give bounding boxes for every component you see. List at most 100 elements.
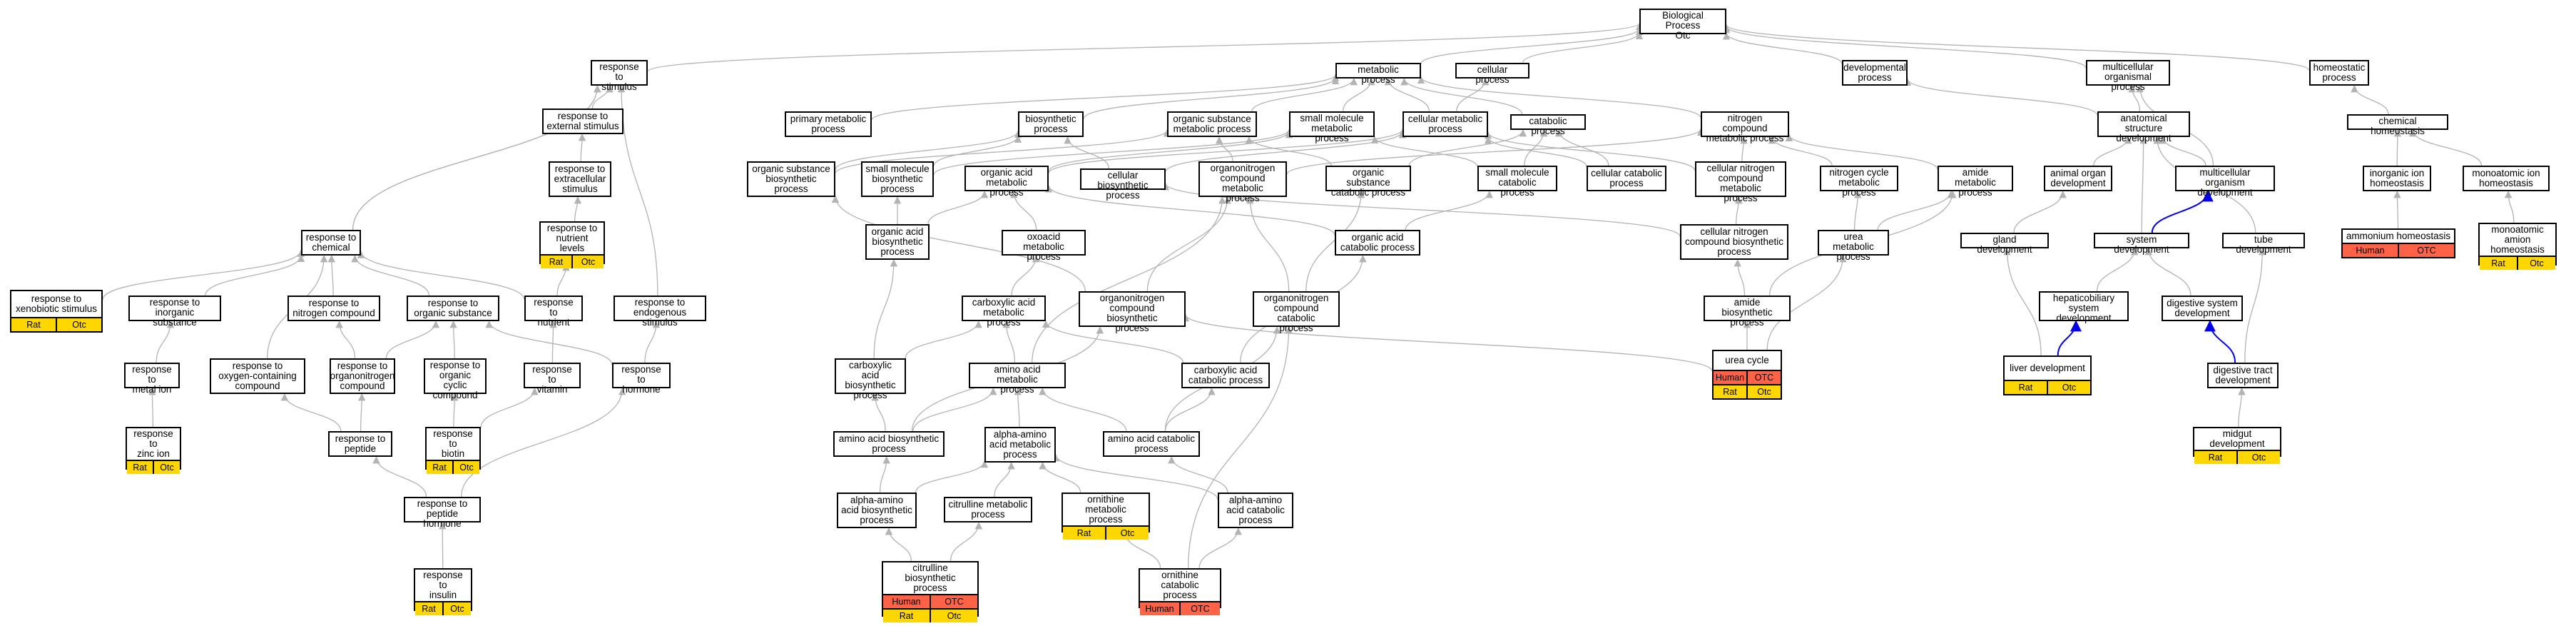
- go-term-sys-dev[interactable]: system development: [2094, 233, 2189, 255]
- go-term-catab[interactable]: catabolic process: [1510, 114, 1586, 136]
- go-term-amide-met[interactable]: amide metabolic process: [1938, 166, 2013, 198]
- go-term-resp-pephorm[interactable]: response to peptide hormone: [404, 497, 481, 529]
- go-term-oxo-met[interactable]: oxoacid metabolic process: [1002, 230, 1086, 262]
- go-term-resp-orgsub[interactable]: response to organic substance: [407, 296, 499, 321]
- go-term-resp-endo[interactable]: response to endogenous stimulus: [614, 296, 706, 328]
- go-term-Ncycle[interactable]: nitrogen cycle metabolic process: [1820, 166, 1898, 198]
- go-term-resp-orgcyc[interactable]: response to organic cyclic compound: [424, 358, 487, 400]
- go-term-orgacid-cat[interactable]: organic acid catabolic process: [1335, 230, 1420, 256]
- go-term-aa-cat[interactable]: amino acid catabolic process: [1103, 431, 1200, 457]
- go-term-smallmol-met[interactable]: small molecule metabolic process: [1289, 111, 1375, 143]
- go-term-metab[interactable]: metabolic process: [1335, 63, 1421, 85]
- go-term-aa-met[interactable]: amino acid metabolic process: [969, 363, 1066, 395]
- is-a-edge-cellmet-to-metab: [1384, 77, 1430, 112]
- go-term-resp-stim[interactable]: response to stimulus: [591, 60, 648, 92]
- go-term-anat[interactable]: anatomical structure development: [2097, 111, 2190, 143]
- go-term-resp-metal[interactable]: response to metal ion: [124, 363, 180, 395]
- go-term-resp-oxy[interactable]: response to oxygen-containing compound: [210, 358, 305, 394]
- go-term-resp-extra[interactable]: response to extracellular stimulus: [549, 161, 611, 197]
- go-term-gland-dev[interactable]: gland development: [1960, 233, 2049, 255]
- go-term-cellN-met[interactable]: cellular nitrogen compound metabolic pro…: [1695, 161, 1786, 203]
- go-term-smallmol-bio[interactable]: small molecule biosynthetic process: [861, 161, 934, 197]
- go-term-aaa-met[interactable]: alpha-amino acid metabolic process: [984, 427, 1056, 463]
- go-term-aaa-bio[interactable]: alpha-amino acid biosynthetic process: [837, 493, 917, 528]
- go-term-cellN-bio[interactable]: cellular nitrogen compound biosynthetic …: [1680, 224, 1788, 260]
- go-term-carbox-met[interactable]: carboxylic acid metabolic process: [962, 296, 1046, 328]
- go-term-orgN-bio[interactable]: organonitrogen compound biosynthetic pro…: [1079, 291, 1186, 333]
- go-term-nitro-met[interactable]: nitrogen compound metabolic process: [1701, 111, 1789, 143]
- go-term-homeo[interactable]: homeostatic process: [2309, 60, 2369, 86]
- is-a-edge-resp-vit-to-resp-nutr: [549, 320, 557, 363]
- go-term-tube-dev[interactable]: tube development: [2222, 233, 2305, 255]
- go-term-multiorg[interactable]: multicellular organismal process: [2086, 60, 2170, 92]
- go-term-chemhomeo[interactable]: chemical homeostasis: [2347, 114, 2448, 136]
- go-term-resp-ext[interactable]: response to external stimulus: [542, 108, 623, 134]
- go-term-resp-chem[interactable]: response to chemical: [301, 230, 361, 256]
- go-term-primmet[interactable]: primary metabolic process: [785, 111, 872, 137]
- is-a-edge-anat-to-devproc: [1903, 78, 2098, 116]
- go-term-resp-inorg[interactable]: response to inorganic substance: [128, 296, 221, 328]
- go-term-aaa-cat[interactable]: alpha-amino acid catabolic process: [1218, 493, 1293, 528]
- is-a-edge-resp-stim-to-bp: [647, 22, 1643, 72]
- go-term-digtract-dev[interactable]: digestive tract development: [2207, 363, 2279, 388]
- go-term-hepato-dev[interactable]: hepaticobiliary system development: [2039, 291, 2129, 323]
- go-term-carbox-cat[interactable]: carboxylic acid catabolic process: [1181, 363, 1270, 388]
- go-term-resp-pep[interactable]: response to peptide: [328, 431, 392, 457]
- go-term-digsys-dev[interactable]: digestive system development: [2162, 296, 2243, 321]
- go-term-cellcat[interactable]: cellular catabolic process: [1587, 166, 1666, 191]
- go-term-monoion-homeo[interactable]: monoatomic ion homeostasis: [2463, 166, 2550, 191]
- go-term-orgsub-bio[interactable]: organic substance biosynthetic process: [747, 161, 835, 197]
- go-term-bp[interactable]: Biological Process Otc: [1639, 9, 1726, 41]
- go-term-animal-organ[interactable]: animal organ development: [2044, 166, 2112, 191]
- is-a-edge-digtract-dev-to-digsys-dev: [2204, 320, 2236, 363]
- is-a-edge-resp-orgsub-to-resp-chem: [351, 254, 430, 296]
- go-term-smallmol-cat[interactable]: small molecule catabolic process: [1477, 166, 1557, 198]
- go-term-devproc[interactable]: developmental process: [1842, 60, 1908, 86]
- go-term-orgsub-met[interactable]: organic substance metabolic process: [1167, 111, 1257, 137]
- go-term-cellbio[interactable]: cellular biosynthetic process: [1080, 168, 1166, 201]
- annotation-gene: Otc: [930, 610, 977, 622]
- go-term-orgsub-cat[interactable]: organic substance catabolic process: [1325, 166, 1411, 198]
- go-term-resp-nutr[interactable]: response to nutrient: [524, 296, 583, 328]
- go-term-label: response to stimulus: [599, 61, 639, 92]
- go-term-label: animal organ development: [2050, 168, 2107, 188]
- go-term-resp-orgN[interactable]: response to organonitrogen compound: [330, 358, 395, 394]
- go-term-biosyn[interactable]: biosynthetic process: [1018, 111, 1084, 137]
- go-term-resp-nitro[interactable]: response to nitrogen compound: [287, 296, 380, 321]
- is-a-edge-citr-bio-to-aaa-bio: [885, 527, 912, 562]
- go-term-orgacid-met[interactable]: organic acid metabolic process: [964, 166, 1049, 198]
- go-term-resp-horm[interactable]: response to hormone: [612, 363, 671, 395]
- is-a-edge-orgN-cat-to-orgN-met: [1246, 196, 1290, 292]
- go-term-aa-bio[interactable]: amino acid biosynthetic process: [833, 431, 945, 457]
- go-term-cellmet[interactable]: cellular metabolic process: [1402, 111, 1488, 137]
- is-a-edge-resp-nutr-to-resp-nutr-lvl: [556, 263, 570, 296]
- go-term-citr-met[interactable]: citrulline metabolic process: [944, 497, 1032, 522]
- go-term-label: urea cycle: [1725, 355, 1769, 365]
- go-term-label: ornithine metabolic process: [1085, 494, 1126, 525]
- go-term-carbox-bio[interactable]: carboxylic acid biosynthetic process: [835, 358, 906, 400]
- is-a-edge-orgsub-bio-to-orgsub-met: [835, 129, 1171, 174]
- go-term-cellproc[interactable]: cellular process: [1455, 63, 1529, 85]
- go-term-resp-vit[interactable]: response to vitamin: [524, 363, 581, 395]
- go-term-orgN-cat[interactable]: organonitrogen compound catabolic proces…: [1253, 291, 1340, 333]
- go-term-inorg-homeo[interactable]: inorganic ion homeostasis: [2363, 166, 2431, 191]
- go-term-label: response to inorganic substance: [149, 297, 200, 328]
- go-term-orgacid-bio[interactable]: organic acid biosynthetic process: [865, 224, 930, 260]
- go-term-amide-bio[interactable]: amide biosynthetic process: [1704, 296, 1791, 328]
- go-term-multi-dev[interactable]: multicellular organism development: [2175, 166, 2275, 198]
- go-term-urea-met[interactable]: urea metabolic process: [1818, 230, 1889, 262]
- go-term-orgN-met[interactable]: organonitrogen compound metabolic proces…: [1198, 161, 1287, 203]
